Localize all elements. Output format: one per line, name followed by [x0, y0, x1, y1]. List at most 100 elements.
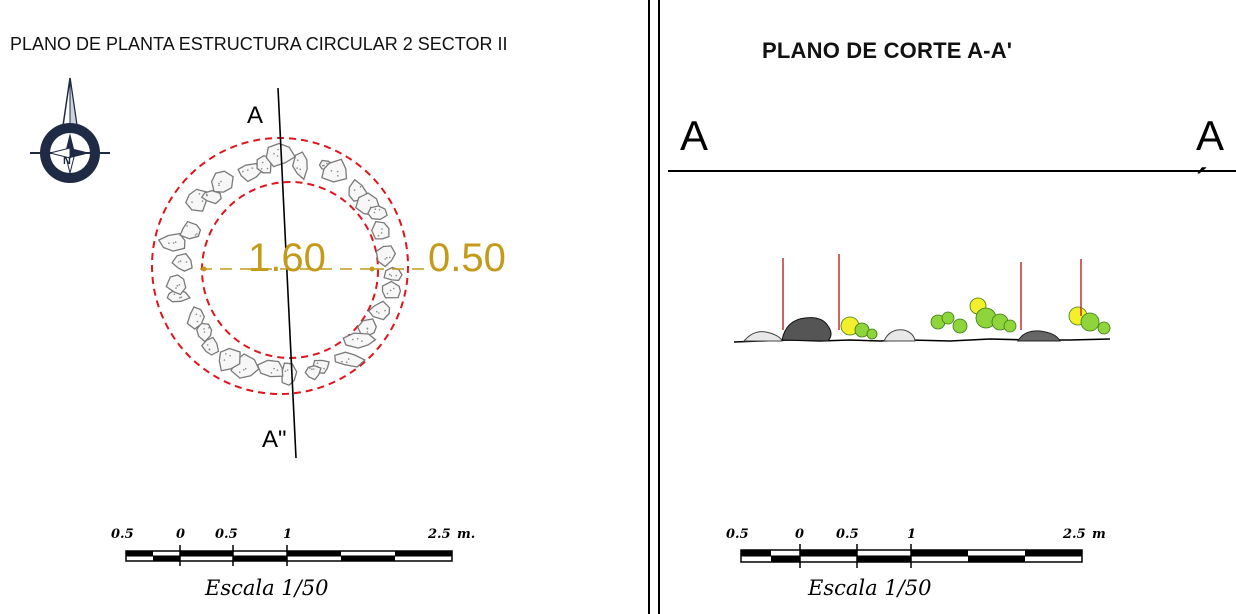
stone-texture-dot [242, 369, 245, 371]
stone-texture-dot [346, 361, 348, 364]
stone-texture-dot [366, 327, 369, 330]
stone-texture-dot [176, 284, 179, 287]
wall-stone [179, 220, 202, 240]
stone-texture-dot [330, 170, 333, 172]
plan-scale-unit: m. [457, 527, 476, 542]
stone-texture-dot [206, 344, 209, 346]
stone-texture-dot [196, 320, 199, 323]
plan-scale-tick-label: 0.5 [215, 527, 238, 542]
stone-texture-dot [186, 225, 188, 227]
stone-texture-dot [201, 200, 204, 202]
wall-stone [157, 232, 186, 252]
plan-scale-bar [125, 545, 453, 566]
section-label-bottom: A" [262, 426, 287, 453]
inner-diameter-label: 1.60 [248, 236, 326, 280]
plan-scale-caption: Escala 1/50 [205, 576, 329, 600]
section-view-title: PLANO DE CORTE A-A' [762, 38, 1013, 63]
stone-texture-dot [196, 233, 198, 235]
stone-texture-dot [168, 242, 170, 244]
wall-stones [157, 142, 403, 386]
stone-texture-dot [251, 167, 254, 169]
plan-view-title: PLANO DE PLANTA ESTRUCTURA CIRCULAR 2 SE… [10, 34, 508, 54]
stone-texture-dot [326, 162, 328, 165]
section-label-right: A´ [1196, 112, 1225, 207]
stone-texture-dot [378, 312, 380, 314]
stone-texture-dot [191, 201, 193, 203]
stone-texture-dot [276, 369, 279, 372]
stone-texture-dot [199, 315, 202, 317]
stone-texture-dot [311, 368, 313, 371]
stone-texture-dot [203, 328, 205, 330]
stone-texture-dot [299, 168, 302, 171]
stone-texture-dot [208, 327, 210, 329]
wall-stone [281, 362, 298, 386]
stone-texture-dot [395, 274, 398, 277]
wall-stone [165, 274, 187, 296]
wall-stone [171, 252, 193, 272]
stone-texture-dot [194, 234, 197, 236]
panel-divider-right [658, 0, 660, 614]
stone-texture-dot [208, 348, 211, 351]
wall-stone [304, 365, 322, 381]
stone-texture-dot [386, 292, 389, 295]
stone-texture-dot [174, 241, 177, 243]
stone-texture-dot [218, 184, 220, 187]
stone-texture-dot [173, 293, 176, 296]
wall-stone [334, 351, 367, 368]
stone-texture-dot [374, 208, 377, 210]
stone-texture-dot [198, 193, 201, 195]
stone-texture-dot [220, 180, 222, 183]
stone-texture-dot [384, 309, 386, 312]
wall-stone [291, 151, 308, 181]
stone-texture-dot [296, 167, 299, 169]
stone-texture-dot [309, 367, 311, 370]
stone-texture-dot [206, 194, 208, 197]
stone-texture-dot [177, 261, 180, 263]
stone-texture-dot [223, 359, 226, 361]
stone-texture-dot [175, 287, 177, 289]
stone-texture-dot [266, 167, 269, 170]
wall-stone [185, 188, 208, 212]
wall-stone [200, 336, 220, 356]
stone-texture-dot [284, 370, 287, 373]
stone-texture-dot [392, 287, 395, 290]
stone-texture-dot [277, 148, 279, 151]
stone-texture-dot [373, 211, 376, 214]
wall-stone [375, 245, 397, 268]
stone-texture-dot [366, 331, 369, 333]
section-scale-tick-label: 0.5 [836, 527, 859, 542]
north-letter: N [63, 155, 71, 167]
wall-stone [381, 280, 402, 299]
section-line-a-a [277, 87, 297, 459]
section-scale-caption: Escala 1/50 [808, 576, 932, 600]
north-arrow-icon [30, 77, 110, 183]
section-scale-tick-label: 2.5 [1063, 527, 1086, 542]
stone-texture-dot [378, 209, 381, 211]
stone-texture-dot [195, 313, 198, 316]
stone-texture-dot [262, 161, 264, 164]
wall-width-label: 0.50 [428, 236, 506, 280]
stone-texture-dot [361, 340, 363, 342]
stone-texture-dot [238, 371, 241, 374]
stone-texture-dot [337, 175, 339, 177]
stone-texture-dot [218, 182, 220, 185]
stone-texture-dot [260, 168, 263, 170]
stone-texture-dot [384, 258, 387, 260]
plan-scale-tick-label: 0.5 [111, 527, 134, 542]
stone-texture-dot [205, 193, 208, 196]
stone-texture-dot [352, 338, 354, 341]
stone-texture-dot [179, 260, 182, 262]
wall-stone [186, 306, 206, 330]
stone-texture-dot [179, 297, 181, 299]
stone-texture-dot [323, 367, 325, 370]
stone-texture-dot [178, 284, 181, 286]
section-scale-unit: m [1092, 527, 1106, 542]
stone-texture-dot [247, 169, 249, 171]
section-scale-tick-label: 1 [907, 527, 917, 542]
stone-texture-dot [375, 310, 378, 313]
wall-stone [256, 359, 284, 378]
stone-texture-dot [172, 242, 175, 244]
stone-texture-dot [242, 170, 244, 173]
stone-texture-dot [347, 358, 350, 360]
